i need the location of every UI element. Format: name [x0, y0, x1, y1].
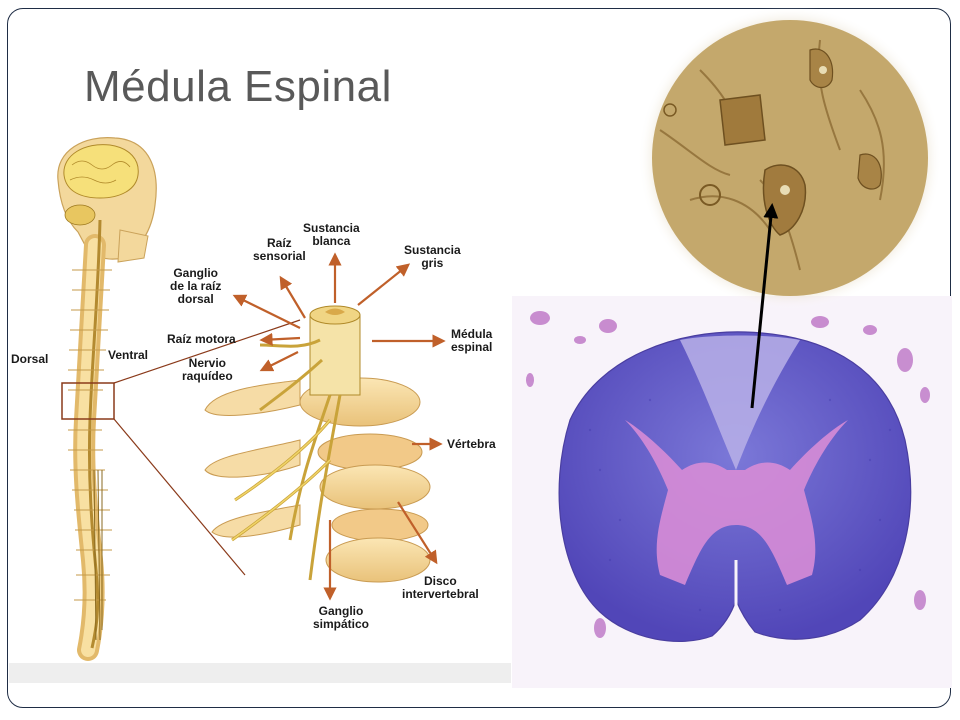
vertebra-detail-illustration [204, 252, 446, 601]
bottom-band [9, 663, 511, 683]
label-sustancia-gris: Sustancia gris [404, 243, 461, 270]
arrow-sustancia-gris [357, 263, 411, 306]
cerebellum-shape [64, 204, 96, 226]
arrow-ganglio-raiz-dorsal [232, 294, 301, 329]
pointer-arrow [750, 203, 779, 409]
label-raiz-sensorial: Raíz sensorial [253, 236, 306, 263]
arrow-raiz-motora [259, 332, 301, 347]
label-disco-intervertebral: Disco intervertebral [402, 574, 479, 601]
brain-shape [63, 144, 139, 199]
label-vertebra: Vértebra [447, 437, 496, 451]
label-sustancia-blanca: Sustancia blanca [303, 221, 360, 248]
label-raiz-motora: Raíz motora [167, 332, 236, 346]
neuron-micrograph-image [638, 6, 942, 310]
grey-matter-shape [625, 420, 848, 585]
label-dorsal: Dorsal [11, 352, 49, 366]
body-spine-illustration [57, 137, 301, 661]
label-medula-espinal: Médula espinal [451, 327, 493, 354]
arrow-raiz-sensorial [279, 275, 306, 319]
highlight-box [61, 382, 115, 420]
slide-title: Médula Espinal [84, 62, 392, 111]
arrow-disco-intervertebral [397, 501, 438, 565]
label-nervio-raquideo: Nervio raquídeo [182, 356, 233, 383]
cord-cross-section-image [512, 296, 952, 688]
arrow-nervio-raquideo [259, 351, 299, 372]
label-ganglio-simpatico: Ganglio simpático [313, 604, 370, 631]
label-ganglio-raiz-dorsal: Ganglio de la raíz dorsal [170, 266, 222, 306]
label-ventral: Ventral [108, 348, 149, 362]
